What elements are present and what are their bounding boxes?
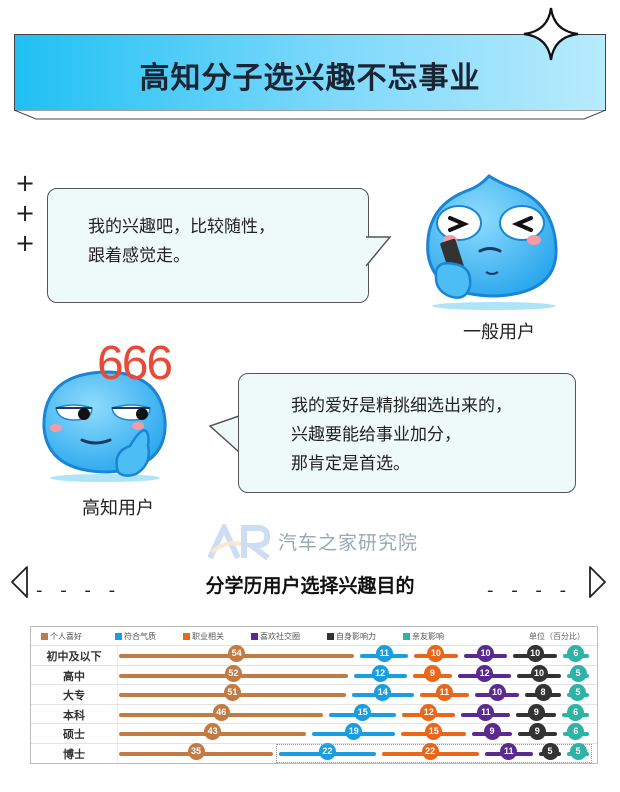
value-label: 8 <box>534 684 552 701</box>
left-arrow-icon <box>11 566 28 598</box>
value-label: 35 <box>187 742 205 760</box>
bubble-text-line: 我的爱好是精挑细选出来的， <box>291 396 512 416</box>
general-user-label: 一般用户 <box>463 322 535 343</box>
value-label: 9 <box>423 664 441 682</box>
chart-row: 初中及以下 54 11 10 10 10 6 <box>31 645 597 664</box>
value-label: 10 <box>427 645 445 662</box>
value-label: 5 <box>541 742 559 760</box>
legend-item: 职业相关 <box>183 631 224 642</box>
value-label: 11 <box>375 645 393 662</box>
value-label: 22 <box>318 742 336 760</box>
decorative-dashes-left: - - - - <box>36 580 122 601</box>
value-label: 11 <box>500 742 518 760</box>
legend-label: 自身影响力 <box>336 632 376 641</box>
bubble-text-line: 我的兴趣吧，比较随性， <box>88 217 275 237</box>
legend-item: 亲友影响 <box>403 631 444 642</box>
value-label: 11 <box>477 703 495 721</box>
category-label: 大专 <box>63 689 85 702</box>
value-label: 10 <box>477 645 494 662</box>
plus-icon: + <box>15 229 36 257</box>
value-label: 12 <box>371 664 389 682</box>
legend-label: 亲友影响 <box>412 632 444 641</box>
value-label: 10 <box>530 664 548 682</box>
legend-swatch <box>183 633 190 640</box>
bubble-tail <box>208 415 240 453</box>
chart-row: 本科 46 15 12 11 9 6 <box>31 703 597 723</box>
category-label: 硕士 <box>63 728 85 741</box>
value-label: 52 <box>224 664 242 682</box>
value-label: 5 <box>569 742 587 760</box>
value-label: 6 <box>567 703 585 721</box>
value-label: 10 <box>488 684 506 701</box>
bubble-text-line: 跟着感觉走。 <box>88 246 190 266</box>
category-label: 博士 <box>63 747 85 761</box>
value-label: 46 <box>212 703 230 721</box>
chart-row: 高中 52 12 9 12 10 5 <box>31 664 597 684</box>
title-banner: 高知分子选兴趣不忘事业 <box>14 34 606 111</box>
legend-item: 喜欢社交圈 <box>251 631 300 642</box>
legend-swatch <box>251 633 258 640</box>
bubble-tail <box>366 236 392 267</box>
speech-bubble-educated-user: 我的爱好是精挑细选出来的， 兴趣要能给事业加分， 那肯定是首选。 <box>238 373 576 493</box>
decorative-plus-marks: + + + <box>15 168 35 258</box>
value-label: 51 <box>223 684 241 701</box>
value-label: 12 <box>420 703 438 721</box>
value-label: 5 <box>569 684 587 701</box>
watermark-text: 汽车之家研究院 <box>278 532 419 554</box>
badge-666: 666 <box>97 337 173 390</box>
category-label: 初中及以下 <box>46 650 102 663</box>
right-arrow-icon <box>589 566 606 598</box>
legend-swatch <box>115 633 122 640</box>
section-title: 分学历用户选择兴趣目的 <box>205 575 415 597</box>
unit-label: 单位（百分比） <box>529 632 585 641</box>
plus-icon: + <box>15 169 36 197</box>
value-label: 11 <box>435 684 453 701</box>
plus-icon: + <box>15 199 36 227</box>
legend-item: 符合气质 <box>115 631 156 642</box>
legend-label: 喜欢社交圈 <box>260 632 300 641</box>
value-label: 9 <box>483 723 501 740</box>
value-label: 6 <box>567 723 585 740</box>
banner-base-bevel <box>14 110 606 120</box>
speech-bubble-general-user: 我的兴趣吧，比较随性， 跟着感觉走。 <box>47 188 369 303</box>
watermark-logo-icon <box>207 520 276 564</box>
value-label: 9 <box>527 703 545 721</box>
legend-item: 个人喜好 <box>41 631 82 642</box>
value-label: 14 <box>374 684 392 701</box>
bubble-text-line: 兴趣要能给事业加分， <box>291 425 461 445</box>
bubble-text-line: 那肯定是首选。 <box>291 454 410 474</box>
chart-row: 硕士 43 19 15 9 9 6 <box>31 723 597 742</box>
chart-legend: 个人喜好 符合气质 职业相关 喜欢社交圈 自身影响力 亲友影响 单位（百分比） <box>31 627 597 645</box>
educated-user-label: 高知用户 <box>82 498 154 519</box>
legend-swatch <box>41 633 48 640</box>
value-label: 15 <box>354 703 372 721</box>
category-label: 高中 <box>63 669 85 683</box>
general-user-avatar-icon <box>426 174 558 310</box>
educated-user-avatar-icon <box>42 370 167 482</box>
category-label: 本科 <box>63 708 85 722</box>
value-label: 10 <box>526 645 544 662</box>
value-label: 6 <box>567 645 585 662</box>
legend-item: 自身影响力 <box>327 631 376 642</box>
value-label: 43 <box>204 723 222 740</box>
value-label: 22 <box>421 742 439 760</box>
value-label: 9 <box>528 723 546 740</box>
legend-label: 符合气质 <box>124 632 156 641</box>
value-label: 15 <box>425 723 443 740</box>
value-label: 19 <box>345 723 363 740</box>
decorative-dashes-right: - - - - <box>487 580 573 601</box>
legend-label: 职业相关 <box>192 632 224 641</box>
value-label: 5 <box>569 664 587 682</box>
legend-swatch <box>403 633 410 640</box>
value-label: 12 <box>476 664 494 682</box>
education-interest-chart: 个人喜好 符合气质 职业相关 喜欢社交圈 自身影响力 亲友影响 单位（百分比） … <box>30 626 598 764</box>
page-title: 高知分子选兴趣不忘事业 <box>139 61 481 96</box>
sparkle-icon <box>523 7 579 61</box>
legend-swatch <box>327 633 334 640</box>
legend-label: 个人喜好 <box>50 632 82 641</box>
value-label: 54 <box>228 645 246 662</box>
